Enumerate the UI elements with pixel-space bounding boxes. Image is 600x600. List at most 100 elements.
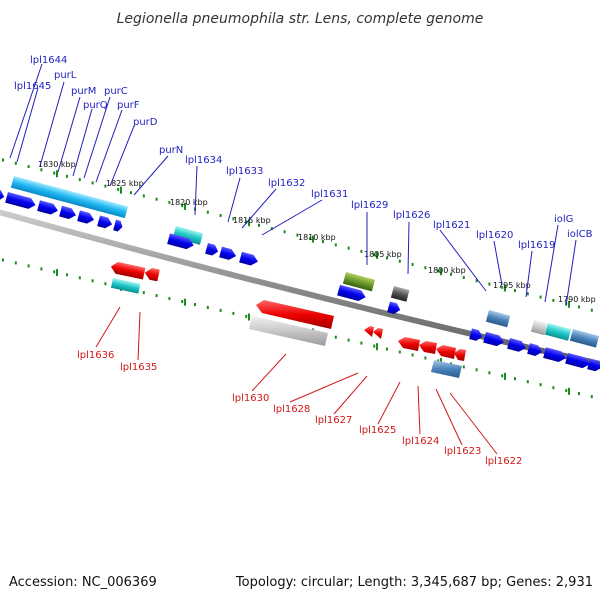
gene-label-reverse[interactable]: lpl1630 [232, 393, 269, 404]
minor-tick [53, 171, 56, 175]
cds-arrow-reverse[interactable] [256, 300, 334, 329]
gene-label-forward[interactable]: lpl1631 [311, 189, 348, 200]
minor-tick [270, 227, 273, 231]
minor-tick [539, 295, 542, 299]
cds-arrow-reverse[interactable] [436, 345, 456, 359]
minor-tick [501, 285, 504, 289]
minor-tick [347, 338, 350, 342]
cds-arrow-forward[interactable] [469, 328, 483, 342]
minor-tick [27, 264, 30, 268]
minor-tick [309, 236, 312, 240]
minor-tick [437, 359, 440, 363]
gene-label-forward[interactable]: purL [54, 70, 77, 81]
gene-label-reverse[interactable]: lpl1627 [315, 415, 352, 426]
gene-label-forward[interactable]: lpl1645 [14, 81, 51, 92]
gene-region[interactable] [544, 323, 572, 341]
cds-arrow-forward[interactable] [239, 251, 259, 267]
cds-arrow-forward[interactable] [5, 192, 37, 210]
cds-arrow-forward[interactable] [205, 243, 219, 257]
cds-arrow-reverse[interactable] [398, 337, 420, 351]
gene-label-forward[interactable]: purN [159, 145, 183, 156]
gene-label-reverse[interactable]: lpl1623 [444, 446, 481, 457]
kbp-label: 1790 kbp [558, 295, 596, 304]
gene-label-reverse[interactable]: lpl1625 [359, 425, 396, 436]
gene-label-forward[interactable]: lpl1626 [393, 210, 430, 221]
minor-tick [27, 165, 30, 168]
minor-tick [475, 279, 478, 283]
minor-tick [552, 386, 555, 390]
minor-tick [155, 197, 158, 201]
major-tick [504, 284, 506, 292]
gene-label-forward[interactable]: lpl1632 [268, 178, 305, 189]
minor-tick [142, 291, 145, 295]
gene-label-reverse[interactable]: lpl1635 [120, 362, 157, 373]
gene-label-forward[interactable]: lpl1634 [185, 155, 222, 166]
cds-arrow-forward[interactable] [587, 358, 600, 372]
gene-label-forward[interactable]: lpl1619 [518, 240, 555, 251]
kbp-label: 1810 kbp [298, 233, 336, 242]
cds-arrow-reverse[interactable] [364, 326, 374, 337]
gene-region[interactable] [110, 278, 141, 294]
major-tick [376, 343, 378, 351]
cds-arrow-forward[interactable] [387, 301, 401, 315]
gene-label-forward[interactable]: lpl1644 [30, 55, 67, 66]
cds-arrow-reverse[interactable] [419, 341, 437, 354]
gene-label-forward[interactable]: purF [117, 100, 140, 111]
cds-arrow-forward[interactable] [219, 246, 237, 262]
minor-tick [206, 210, 209, 214]
kbp-label: 1825 kbp [106, 179, 144, 188]
gene-region[interactable] [485, 310, 511, 328]
minor-tick [66, 174, 68, 178]
gene-region[interactable] [249, 316, 328, 346]
gene-label-forward[interactable]: lpl1620 [476, 230, 513, 241]
cds-arrow-forward[interactable] [507, 338, 527, 353]
gene-label-forward[interactable]: purD [133, 117, 158, 128]
gene-label-forward[interactable]: purC [104, 86, 128, 97]
cds-arrow-forward[interactable] [543, 347, 567, 363]
gene-label-forward[interactable]: purQ [83, 100, 108, 111]
cds-arrow-forward[interactable] [337, 284, 367, 303]
cds-arrow-forward[interactable] [113, 219, 124, 233]
gene-region[interactable] [390, 286, 410, 302]
cds-arrow-forward[interactable] [97, 215, 113, 230]
gene-label-forward[interactable]: lpl1621 [433, 220, 470, 231]
minor-tick [14, 261, 17, 265]
gene-region[interactable] [342, 271, 375, 292]
cds-arrow-forward[interactable] [37, 200, 59, 216]
cds-arrow-reverse[interactable] [454, 349, 466, 361]
minor-tick [91, 181, 94, 185]
minor-tick [78, 276, 81, 280]
cds-arrow-forward[interactable] [77, 210, 95, 225]
gene-label-reverse[interactable]: lpl1622 [485, 456, 522, 467]
gene-label-forward[interactable]: lpl1629 [351, 200, 388, 211]
tick-rows [2, 158, 593, 399]
cds-arrow-forward[interactable] [565, 352, 591, 370]
gene-label-forward[interactable]: iolG [554, 214, 573, 225]
minor-tick [590, 395, 593, 399]
gene-label-forward[interactable]: lpl1633 [226, 166, 263, 177]
cds-arrow-forward[interactable] [0, 188, 6, 202]
gene-region[interactable] [530, 320, 548, 336]
cds-arrow-forward[interactable] [59, 205, 77, 221]
gene-label-reverse[interactable]: lpl1628 [273, 404, 310, 415]
gene-region[interactable] [569, 329, 600, 348]
gene-label-reverse[interactable]: lpl1624 [402, 436, 439, 447]
gene-label-forward[interactable]: iolCB [567, 229, 593, 240]
cds-arrow-reverse[interactable] [110, 261, 146, 280]
cds-arrow-forward[interactable] [483, 331, 505, 348]
cds-arrow-reverse[interactable] [144, 267, 160, 282]
genome-summary-text: Topology: circular; Length: 3,345,687 bp… [235, 575, 593, 590]
gene-region[interactable] [172, 226, 204, 245]
gene-label-reverse[interactable]: lpl1636 [77, 350, 114, 361]
minor-tick [232, 217, 235, 221]
forward-cds-row [0, 188, 600, 372]
minor-tick [181, 300, 184, 303]
cds-arrow-reverse[interactable] [373, 328, 383, 339]
accession-text: Accession: NC_006369 [9, 575, 157, 590]
gene-region[interactable] [431, 360, 462, 378]
gene-region[interactable] [10, 176, 128, 219]
cds-arrow-forward[interactable] [167, 233, 195, 250]
gene-label-forward[interactable]: purM [71, 86, 96, 97]
cds-arrow-forward[interactable] [527, 343, 543, 357]
